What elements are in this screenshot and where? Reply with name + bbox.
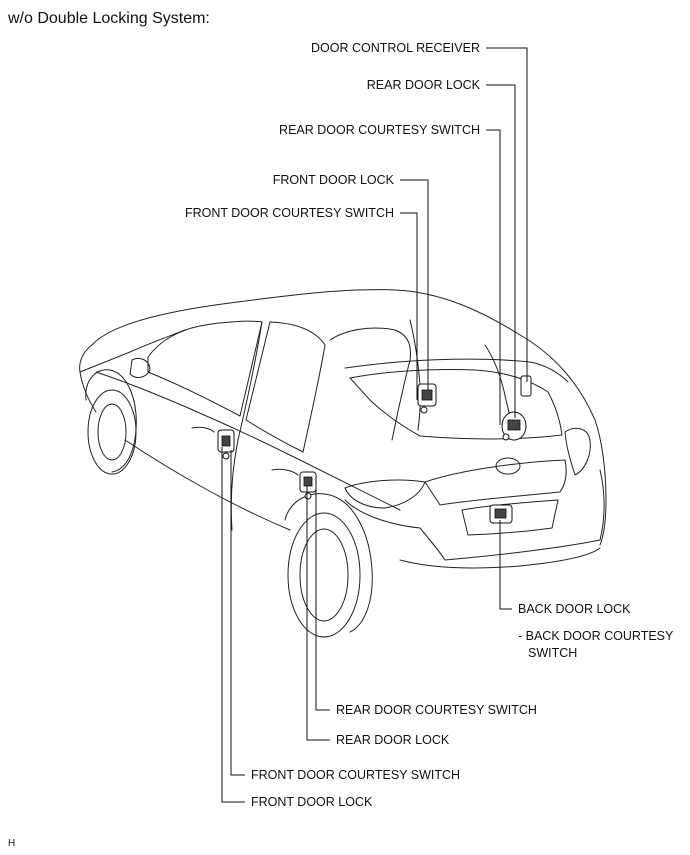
label-front-door-courtesy-switch-top: FRONT DOOR COURTESY SWITCH bbox=[185, 206, 394, 220]
front-door-window bbox=[147, 320, 263, 417]
roof-outline bbox=[91, 289, 596, 421]
front-wheel-rim bbox=[97, 403, 127, 461]
tail-lamp-right bbox=[564, 427, 591, 476]
rear-bumper-lower bbox=[399, 547, 601, 569]
label-rear-door-lock-top: REAR DOOR LOCK bbox=[367, 78, 481, 92]
rocker-line bbox=[124, 439, 291, 531]
belt-line bbox=[95, 371, 401, 511]
label-rear-door-courtesy-switch-top: REAR DOOR COURTESY SWITCH bbox=[279, 123, 480, 137]
rear-door-lock-part-left bbox=[299, 471, 317, 500]
rear-door-lock-part-right bbox=[501, 411, 527, 441]
front-door-handle bbox=[191, 426, 215, 433]
front-door-lock-part-left bbox=[217, 429, 235, 460]
front-wheel bbox=[87, 389, 137, 475]
leader-lines bbox=[221, 47, 528, 803]
rear-wheel-rim bbox=[299, 528, 349, 622]
door-gap-line bbox=[230, 321, 263, 531]
label-back-door-courtesy-switch-1: - BACK DOOR COURTESY bbox=[518, 629, 674, 643]
interior-b-pillar bbox=[409, 319, 421, 431]
label-rear-door-lock-bottom: REAR DOOR LOCK bbox=[336, 733, 450, 747]
rear-glass bbox=[349, 368, 563, 440]
label-back-door-lock: BACK DOOR LOCK bbox=[518, 602, 631, 616]
windshield-outline bbox=[79, 329, 186, 373]
label-front-door-lock-bottom: FRONT DOOR LOCK bbox=[251, 795, 373, 809]
rear-door-handle bbox=[271, 468, 299, 476]
rear-door-window bbox=[245, 321, 326, 453]
rear-corner bbox=[594, 419, 607, 546]
door-control-receiver-part bbox=[520, 375, 532, 397]
tail-lamp-left bbox=[344, 479, 426, 509]
side-mirror bbox=[129, 357, 151, 378]
figure-id: H bbox=[8, 838, 16, 849]
label-front-door-lock-top: FRONT DOOR LOCK bbox=[273, 173, 395, 187]
front-door-lock-part-right bbox=[417, 383, 437, 414]
label-back-door-courtesy-switch-2: SWITCH bbox=[528, 646, 577, 660]
rear-bumper bbox=[344, 469, 605, 561]
rear-emblem bbox=[495, 457, 521, 475]
label-door-control-receiver: DOOR CONTROL RECEIVER bbox=[311, 41, 480, 55]
callout-labels: DOOR CONTROL RECEIVER REAR DOOR LOCK REA… bbox=[185, 41, 674, 809]
components bbox=[217, 375, 532, 524]
rear-wheel bbox=[287, 512, 361, 638]
back-door-panel bbox=[424, 459, 567, 506]
c-pillar bbox=[329, 327, 411, 441]
spoiler-line bbox=[344, 358, 569, 383]
diagram-heading: w/o Double Locking System: bbox=[8, 10, 210, 27]
label-rear-door-courtesy-switch-bottom: REAR DOOR COURTESY SWITCH bbox=[336, 703, 537, 717]
vehicle-outline bbox=[79, 289, 607, 638]
label-front-door-courtesy-switch-bottom: FRONT DOOR COURTESY SWITCH bbox=[251, 768, 460, 782]
front-wheel-arch bbox=[85, 369, 137, 473]
back-door-lock-part bbox=[489, 504, 513, 524]
